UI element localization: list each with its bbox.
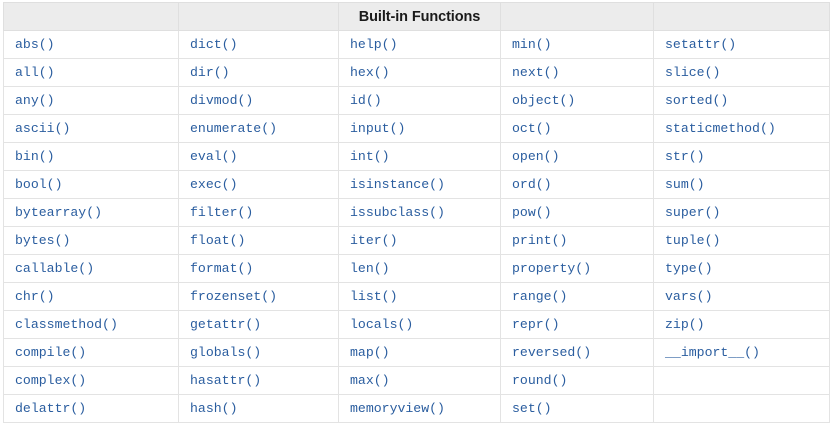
function-cell[interactable]: object() bbox=[500, 86, 654, 115]
function-cell[interactable]: max() bbox=[338, 366, 501, 395]
function-cell[interactable]: staticmethod() bbox=[653, 114, 830, 143]
function-cell[interactable]: issubclass() bbox=[338, 198, 501, 227]
header-cell-5 bbox=[653, 2, 830, 31]
function-cell[interactable]: super() bbox=[653, 198, 830, 227]
function-cell[interactable]: dir() bbox=[178, 58, 339, 87]
function-cell[interactable]: isinstance() bbox=[338, 170, 501, 199]
function-cell[interactable]: len() bbox=[338, 254, 501, 283]
function-cell[interactable]: bytes() bbox=[3, 226, 179, 255]
table-header-row: Built-in Functions bbox=[3, 2, 830, 31]
table-row: classmethod()getattr()locals()repr()zip(… bbox=[3, 310, 830, 339]
function-cell[interactable]: frozenset() bbox=[178, 282, 339, 311]
function-cell[interactable]: memoryview() bbox=[338, 394, 501, 423]
function-cell[interactable]: slice() bbox=[653, 58, 830, 87]
function-cell[interactable]: sum() bbox=[653, 170, 830, 199]
table-row: complex()hasattr()max()round() bbox=[3, 366, 830, 395]
function-cell[interactable]: print() bbox=[500, 226, 654, 255]
function-cell[interactable]: min() bbox=[500, 30, 654, 59]
function-cell[interactable]: oct() bbox=[500, 114, 654, 143]
function-cell[interactable]: property() bbox=[500, 254, 654, 283]
function-cell[interactable]: dict() bbox=[178, 30, 339, 59]
function-cell[interactable]: iter() bbox=[338, 226, 501, 255]
function-cell[interactable]: float() bbox=[178, 226, 339, 255]
function-cell[interactable]: classmethod() bbox=[3, 310, 179, 339]
function-cell[interactable]: id() bbox=[338, 86, 501, 115]
function-cell[interactable]: callable() bbox=[3, 254, 179, 283]
table-row: bin()eval()int()open()str() bbox=[3, 142, 830, 171]
table-row: bytearray()filter()issubclass()pow()supe… bbox=[3, 198, 830, 227]
table-row: bool()exec()isinstance()ord()sum() bbox=[3, 170, 830, 199]
function-cell[interactable]: eval() bbox=[178, 142, 339, 171]
function-cell[interactable]: str() bbox=[653, 142, 830, 171]
function-cell[interactable]: enumerate() bbox=[178, 114, 339, 143]
function-cell[interactable]: next() bbox=[500, 58, 654, 87]
function-cell[interactable]: abs() bbox=[3, 30, 179, 59]
table-row: callable()format()len()property()type() bbox=[3, 254, 830, 283]
header-cell-4 bbox=[500, 2, 654, 31]
table-row: delattr()hash()memoryview()set() bbox=[3, 394, 830, 423]
function-cell[interactable]: bin() bbox=[3, 142, 179, 171]
table-row: any()divmod()id()object()sorted() bbox=[3, 86, 830, 115]
function-cell[interactable]: bool() bbox=[3, 170, 179, 199]
builtin-functions-table: Built-in Functions abs()dict()help()min(… bbox=[3, 2, 830, 423]
function-cell[interactable]: globals() bbox=[178, 338, 339, 367]
function-cell[interactable]: hex() bbox=[338, 58, 501, 87]
header-cell-2 bbox=[178, 2, 339, 31]
table-row: bytes()float()iter()print()tuple() bbox=[3, 226, 830, 255]
function-cell[interactable]: compile() bbox=[3, 338, 179, 367]
function-cell[interactable]: __import__() bbox=[653, 338, 830, 367]
function-cell[interactable]: set() bbox=[500, 394, 654, 423]
header-cell-1 bbox=[3, 2, 179, 31]
function-cell[interactable]: input() bbox=[338, 114, 501, 143]
function-cell[interactable]: list() bbox=[338, 282, 501, 311]
function-cell[interactable]: open() bbox=[500, 142, 654, 171]
function-cell[interactable]: chr() bbox=[3, 282, 179, 311]
function-cell[interactable]: all() bbox=[3, 58, 179, 87]
table-row: compile()globals()map()reversed()__impor… bbox=[3, 338, 830, 367]
function-cell[interactable]: divmod() bbox=[178, 86, 339, 115]
function-cell[interactable]: help() bbox=[338, 30, 501, 59]
function-cell[interactable]: exec() bbox=[178, 170, 339, 199]
function-cell[interactable]: vars() bbox=[653, 282, 830, 311]
function-cell[interactable]: any() bbox=[3, 86, 179, 115]
table-header: Built-in Functions bbox=[3, 2, 830, 31]
function-cell[interactable]: locals() bbox=[338, 310, 501, 339]
function-cell[interactable]: map() bbox=[338, 338, 501, 367]
function-cell[interactable]: bytearray() bbox=[3, 198, 179, 227]
function-cell[interactable]: hasattr() bbox=[178, 366, 339, 395]
table-cell-empty bbox=[653, 394, 830, 423]
function-cell[interactable]: repr() bbox=[500, 310, 654, 339]
function-cell[interactable]: format() bbox=[178, 254, 339, 283]
table-row: abs()dict()help()min()setattr() bbox=[3, 30, 830, 59]
function-cell[interactable]: range() bbox=[500, 282, 654, 311]
table-cell-empty bbox=[653, 366, 830, 395]
table-row: ascii()enumerate()input()oct()staticmeth… bbox=[3, 114, 830, 143]
function-cell[interactable]: round() bbox=[500, 366, 654, 395]
function-cell[interactable]: int() bbox=[338, 142, 501, 171]
function-cell[interactable]: reversed() bbox=[500, 338, 654, 367]
builtin-functions-table-wrapper: Built-in Functions abs()dict()help()min(… bbox=[3, 2, 830, 423]
table-body: abs()dict()help()min()setattr()all()dir(… bbox=[3, 30, 830, 423]
table-row: all()dir()hex()next()slice() bbox=[3, 58, 830, 87]
table-row: chr()frozenset()list()range()vars() bbox=[3, 282, 830, 311]
function-cell[interactable]: getattr() bbox=[178, 310, 339, 339]
function-cell[interactable]: type() bbox=[653, 254, 830, 283]
function-cell[interactable]: tuple() bbox=[653, 226, 830, 255]
function-cell[interactable]: zip() bbox=[653, 310, 830, 339]
function-cell[interactable]: complex() bbox=[3, 366, 179, 395]
function-cell[interactable]: sorted() bbox=[653, 86, 830, 115]
function-cell[interactable]: delattr() bbox=[3, 394, 179, 423]
function-cell[interactable]: pow() bbox=[500, 198, 654, 227]
header-cell-title: Built-in Functions bbox=[338, 2, 501, 31]
function-cell[interactable]: setattr() bbox=[653, 30, 830, 59]
function-cell[interactable]: ord() bbox=[500, 170, 654, 199]
function-cell[interactable]: ascii() bbox=[3, 114, 179, 143]
function-cell[interactable]: hash() bbox=[178, 394, 339, 423]
function-cell[interactable]: filter() bbox=[178, 198, 339, 227]
